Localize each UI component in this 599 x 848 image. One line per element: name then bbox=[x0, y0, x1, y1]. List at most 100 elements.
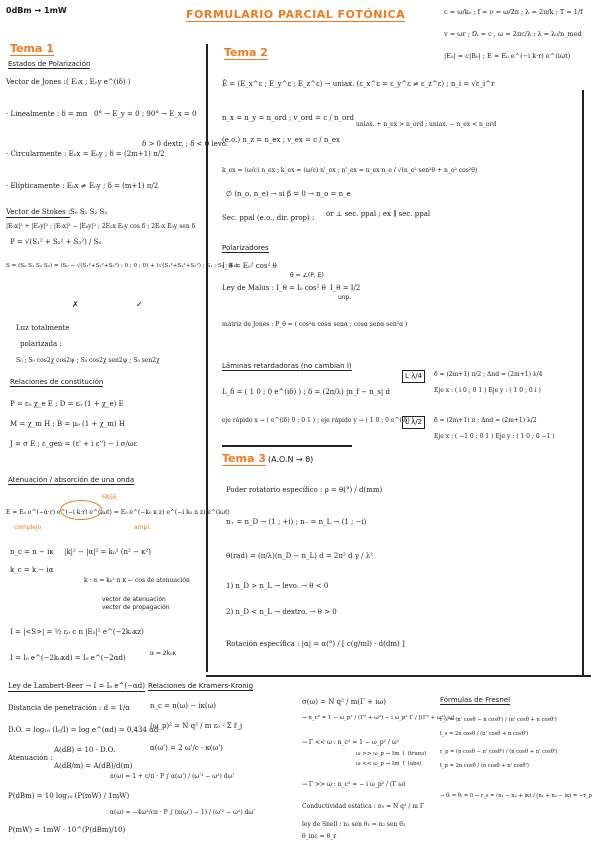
extraordinary-index: (e.o.) n_z = n_ex ; v_ex = c / n_ex bbox=[222, 136, 340, 144]
degree-of-polarization: P = √(S₁² + S₂² + S₃²) / S₀ bbox=[10, 238, 102, 246]
cross-mark-icon: ✗ bbox=[72, 300, 79, 309]
drude-low-damping: → Γ << ω : n_c² ≃ 1 − ω_p² / ω² bbox=[302, 739, 400, 746]
static-conductivity: Conductividad estática : σ₀ = N q² / m Γ bbox=[302, 803, 425, 810]
field-vector-uniaxial: Ê = (E_x^ε ; E_y^ε ; E_z^ε) → uniax. (ε_… bbox=[222, 80, 495, 88]
attenuated-wave: E = E₀ e^(−α·r) e^(−i k·r) e^(iωt) = E₀ … bbox=[6, 509, 230, 516]
wave-relations-2: v = ωr ; fλ = c , ω = 2πc/λ ; λ = λ₀/n_m… bbox=[444, 30, 582, 38]
constitutive-P-D: P = ε₀ χ_e E ; D = ε₀ (1 + χ_e) E bbox=[10, 400, 124, 408]
attenuation-heading: Atenuación / absorción de una onda bbox=[8, 476, 135, 485]
fully-polarized-label-1: Luz totalmente bbox=[16, 324, 70, 332]
dbm-note: 0dBm → 1mW bbox=[6, 6, 67, 15]
quarter-wave-fast: Eje x : ( i 0 ; 0 1 ) Eje y : ( 1 0 ; 0 … bbox=[434, 387, 541, 394]
tema1-heading: Tema 1 bbox=[10, 42, 54, 56]
fresnel-rp: r_p = (n cosθ − n' cosθ') / (n cosθ + n'… bbox=[440, 749, 558, 755]
check-mark-icon: ✓ bbox=[136, 300, 143, 309]
malus-law: Ley de Malus : I_θ = I₀ cos² θ bbox=[222, 284, 326, 292]
reflection-angle: θ_inc = θ_r bbox=[302, 833, 337, 840]
extraordinary-k: k_ex = (ω/c) n_ex ; k_ex = (ω/c) n'_ex ;… bbox=[222, 167, 478, 174]
complex-tag: complejo bbox=[14, 524, 42, 531]
retarder-fast-axis: eje rápido x → ( e^(iδ) 0 ; 0 1 ) ; eje … bbox=[222, 417, 414, 424]
rotation-angle: θ(rad) = (π/λ)(n_D − n_L) d = 2π² d γ / … bbox=[226, 552, 373, 560]
rotatory-power: Poder rotatorio específico : ρ = θ(°) / … bbox=[226, 486, 383, 494]
fresnel-rs: r_s = (n' cosθ − n cosθ') / (n' cosθ + n… bbox=[440, 717, 557, 723]
stokes-label: Vector de Stokes : bbox=[6, 208, 71, 218]
beer-lambert: Ley de Lambert-Beer → I = I₀ e^(−αd) bbox=[8, 682, 145, 692]
kramers-kronig-heading: Relaciones de Kramers-Kronig bbox=[148, 682, 254, 691]
jones-label: Vector de Jones : bbox=[6, 78, 66, 86]
optical-density: D.O. = log₁₀ (I₀/I) = log e^(αd) = 0,434… bbox=[8, 726, 159, 734]
specific-rotation: Rotación específica : |α| = α(°) / [ c(g… bbox=[226, 640, 405, 648]
principal-section-cases: or ⊥ sec. ppal ; ex ∥ sec. ppal bbox=[326, 210, 431, 218]
phi-relation: ∅ (n_o, n_e) → si β = 0 → n_o = n_e bbox=[226, 190, 351, 198]
wave-relations-3: |E₀| = c|B₀| ; E = E₀ e^(−i k·r) e^(iωt) bbox=[444, 52, 571, 60]
fresnel-normal-incidence: → θᵢ = θₜ = 0 → r_s = (n₁ − n₂ + iκ) / (… bbox=[440, 793, 592, 799]
constitutive-J-eps: J = σ E ; ε_gen = (ε' + i ε'') − i σ/ωε bbox=[10, 440, 138, 448]
attenuation-db: A(dB) = 10 · D.O. bbox=[54, 746, 116, 754]
alpha-note: α = 2k₀κ bbox=[150, 650, 177, 657]
attenuation-db-m: A(dB/m) = A(dB)/d(m) bbox=[54, 762, 133, 770]
k-dot-alpha: k · α = k₀² n κ ← cos de atenuación bbox=[84, 577, 190, 584]
quarter-wave-label: L λ/4 bbox=[402, 370, 426, 383]
penetration-distance: Distancia de penetración : d = 1/α bbox=[8, 704, 130, 712]
elliptical-pol: · Elípticamente : E₀x ≠ E₀y ; δ = (m+1) … bbox=[6, 182, 159, 190]
quarter-wave-delta: δ = (2m+1) π/2 ; Δnd = (2m+1) λ/4 bbox=[434, 371, 543, 378]
drude-index: → n_c² = 1 − ω_p² / (Γ² + ω²) − i ω_p² Γ… bbox=[302, 715, 455, 721]
rotation-case-1: 1) n_D > n_L → levo. → θ < 0 bbox=[226, 582, 329, 590]
power-dbm: P(dBm) = 10 log₁₀ (P(mW) / 1mW) bbox=[8, 792, 130, 800]
k-alpha-relation: |k|² − |α|² = k₀² (n² − κ²) bbox=[64, 548, 151, 556]
wave-relations-1: c = ω/k₀ ; f = ν = ω/2π ; λ = 2π/k ; T =… bbox=[444, 8, 583, 16]
retarder-jones: L_δ = ( 1 0 ; 0 e^(iδ) ) ; δ = (2π/λ) |n… bbox=[222, 388, 390, 396]
intensity-theta-angle: θ = ∠(P, E) bbox=[290, 272, 324, 279]
jones-polarizer-matrix: matriz de Jones : P_θ = ( cos²α cosα sen… bbox=[222, 321, 408, 328]
malus-note: unp. bbox=[338, 294, 352, 301]
stokes-decomposition: S = (S₀ S₁ S₂ S₃) = (S₀ − √(S₁²+S₂²+S₃²)… bbox=[6, 263, 238, 269]
kk-absorption-integral: α(ω) = −4ω²/cπ · P ∫ (n(ω') − 1) / (ω'² … bbox=[110, 809, 255, 816]
polarization-heading: Estados de Polarización bbox=[8, 60, 91, 69]
fully-polarized-label-2: polarizada : bbox=[20, 340, 62, 348]
intensity-formula: I = |<S>| = ½ ε₀ c n |E₀|² e^(−2k₀κz) bbox=[10, 628, 144, 636]
constitutive-M-B: M = χ_m H ; B = μ₀ (1 + χ_m) H bbox=[10, 420, 125, 428]
attenuation-label: Atenuación : bbox=[8, 754, 53, 762]
stokes-components: S₀ S₁ S₂ S₃ bbox=[70, 208, 108, 216]
drude-absorbing: ω << ω_p → Im ↑ (abs) bbox=[356, 761, 422, 767]
intensity-simple: I = I₀ e^(−2k₀κd) = I₀ e^(−2αd) bbox=[10, 654, 126, 662]
tema3-subheading: (A.O.N → θ) bbox=[268, 455, 314, 464]
divider-right bbox=[582, 90, 584, 675]
half-wave-delta: δ = (2m+1) π ; Δnd = (2m+1) λ/2 bbox=[434, 417, 537, 424]
tema3-heading: Tema 3 bbox=[222, 452, 266, 466]
complex-k: k_c = k − iα bbox=[10, 566, 54, 574]
phase-tag: FASE bbox=[102, 494, 117, 501]
k-note-propagation: vector de propagación bbox=[102, 604, 170, 611]
drude-transparent: ω >> ω_p → Im ↓ (trans) bbox=[356, 751, 427, 757]
half-wave-label: L λ/2 bbox=[402, 416, 426, 429]
circular-indices: n₊ = n_D → (1 ; +i) ; n₋ = n_L → (1 ; −i… bbox=[226, 518, 367, 526]
linear-pol: · Linealmente : δ = mπ bbox=[6, 110, 88, 118]
divider-bottom bbox=[206, 675, 591, 677]
drude-conductivity: σ(ω) = N q² / m(Γ + iω) bbox=[302, 698, 386, 706]
k-note-attenuation: vector de atenuación bbox=[102, 596, 166, 603]
constitutive-heading: Relaciones de constitución bbox=[10, 378, 104, 387]
power-mw: P(mW) = 1mW · 10^(P(dBm)/10) bbox=[8, 826, 126, 834]
divider-col1 bbox=[206, 44, 208, 672]
circular-pol-cases: δ > 0 dextr. ; δ < 0 levo. bbox=[142, 140, 229, 148]
circular-pol: · Circularmente : E₀x = E₀y ; δ = (2m+1)… bbox=[6, 150, 165, 158]
tema2-heading: Tema 2 bbox=[224, 46, 268, 60]
kk-complex-index: n_c = n(ω) − iκ(ω) bbox=[150, 702, 217, 710]
kk-plasma-frequency: (ω_p)² = N q² / m ε₀ · Σ f_j bbox=[150, 722, 243, 730]
complex-index: n_c = n − iκ bbox=[10, 548, 54, 556]
page-title: FORMULARIO PARCIAL FOTÓNICA bbox=[186, 8, 406, 22]
malus-unpolarized: I_θ = I/2 bbox=[330, 284, 361, 292]
intensity-theta: I_θ = E₀² cos² θ bbox=[222, 262, 277, 270]
principal-section: Sec. ppal (e.o., dir. prop) : bbox=[222, 214, 315, 222]
divider-tema3 bbox=[222, 445, 352, 447]
half-wave-fast: Eje x : ( −1 0 ; 0 1 ) Eje y : ( 1 0 ; 0… bbox=[434, 433, 555, 440]
uniaxial-cases: uniax. + n_ex > n_ord ; uniax. − n_ex < … bbox=[356, 121, 497, 128]
polarizers-heading: Polarizadores bbox=[222, 244, 269, 253]
drude-high-damping: → Γ >> ω : n_c² ≃ − i ω_p² / (Γ ω) bbox=[302, 781, 406, 788]
fully-polarized-vector: S₀ ; S₀ cos2χ cos2ψ ; S₀ cos2χ sen2ψ ; S… bbox=[16, 357, 160, 364]
ordinary-index: n_x = n_y = n_ord ; v_ord = c / n_ord bbox=[222, 114, 354, 122]
linear-pol-cases: 0° → E_y = 0 ; 90° → E_x = 0 bbox=[94, 110, 197, 118]
kk-index-integral: n(ω) = 1 + c/π · P ∫ α(ω') / (ω'² − ω²) … bbox=[110, 773, 235, 780]
fresnel-heading: Fórmulas de Fresnel bbox=[440, 696, 511, 705]
phase-ring bbox=[60, 500, 102, 520]
